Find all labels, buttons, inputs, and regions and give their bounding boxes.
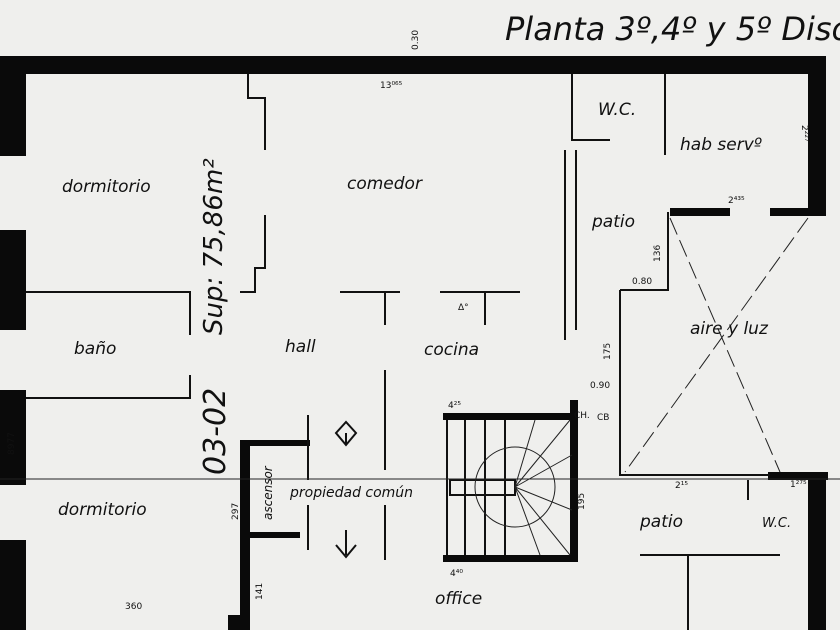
unit-code: 03-02	[198, 388, 233, 475]
room-ascensor: ascensor	[261, 465, 275, 520]
label-cb: CB	[597, 413, 609, 423]
room-office: office	[435, 589, 482, 609]
dim-360: 360	[125, 602, 142, 612]
dim-2435: 2⁴³⁵	[728, 196, 745, 206]
walls	[0, 56, 828, 630]
room-bano: baño	[74, 339, 116, 359]
room-comedor: comedor	[347, 174, 423, 194]
dim-080: 0.80	[632, 277, 652, 287]
room-dormitorio-top: dormitorio	[62, 177, 151, 197]
light-well-diagonals	[624, 217, 809, 473]
area-label: Sup: 75,86m²	[199, 158, 229, 335]
stair-winders	[474, 419, 573, 556]
dim-425: 4²⁵	[448, 401, 461, 411]
dim-141: 141	[255, 583, 265, 600]
dim-2227: 2²²⁷	[799, 125, 809, 142]
partitions	[26, 74, 780, 630]
room-aire-luz: aire y luz	[690, 319, 769, 339]
room-hall: hall	[285, 337, 316, 357]
dim-030: 0.30	[411, 30, 421, 50]
dim-440: 4⁴⁰	[450, 569, 463, 579]
dim-136: 136	[653, 245, 663, 262]
dim-13065: 13⁰⁶⁵	[380, 81, 403, 91]
room-cocina: cocina	[424, 340, 479, 360]
dim-8977: 8977	[7, 432, 17, 455]
room-wc-bottom: W.C.	[762, 516, 791, 531]
arrows	[334, 420, 358, 559]
dim-215: 2¹⁵	[675, 481, 688, 491]
label-ch: CH.	[574, 411, 590, 421]
dim-1275: 1²⁷⁵	[790, 480, 807, 490]
dim-090: 0.90	[590, 381, 610, 391]
dim-195: 195	[577, 493, 587, 510]
room-wc-top: W.C.	[598, 100, 636, 120]
room-dormitorio-bottom: dormitorio	[58, 500, 147, 520]
dim-175: 175	[603, 343, 613, 360]
dim-297: 297	[231, 503, 241, 520]
room-propiedad-comun: propiedad común	[289, 485, 413, 501]
room-hab-serv: hab servº	[680, 135, 762, 155]
room-patio-bottom: patio	[639, 512, 683, 532]
plan-title: Planta 3º,4º y 5º Diso	[505, 10, 840, 48]
room-patio-top: patio	[591, 212, 635, 232]
delta-mark: Δ°	[458, 303, 469, 313]
